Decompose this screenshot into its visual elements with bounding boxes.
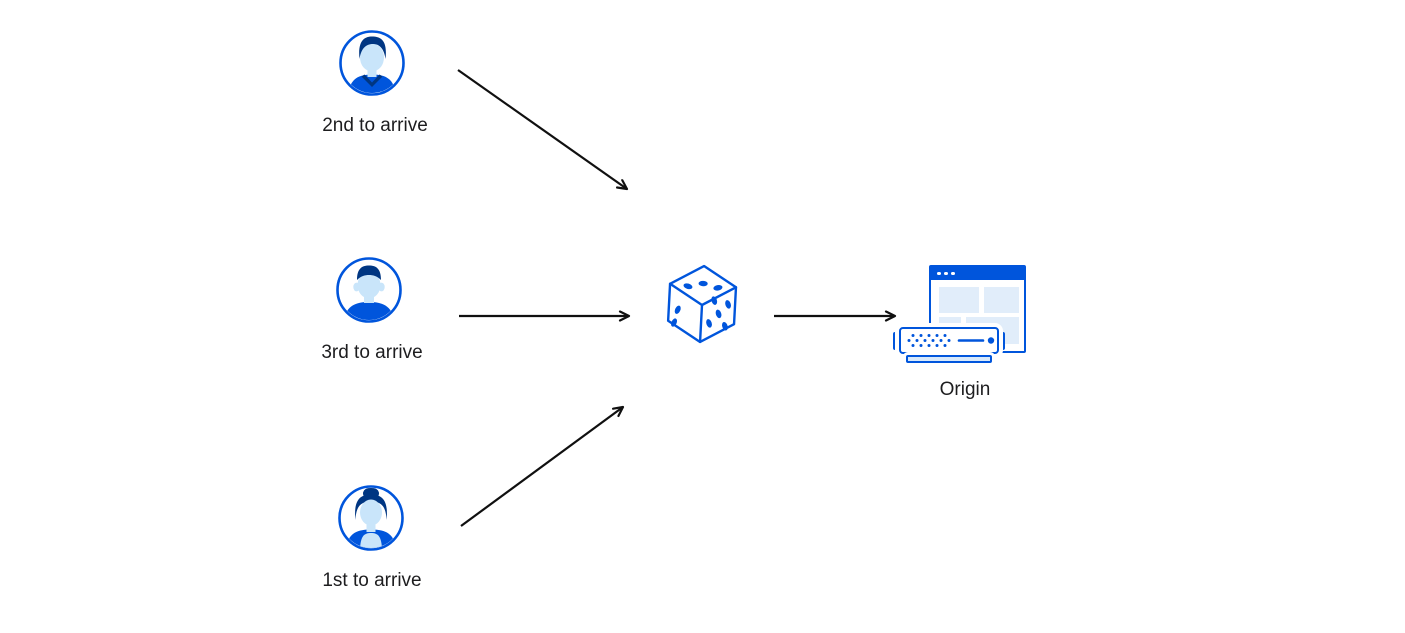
server-front-detail — [907, 334, 995, 347]
avatar-woman-hair-bun-icon — [338, 485, 404, 551]
client-label: 2nd to arrive — [322, 115, 428, 136]
window-dot-icon — [944, 271, 948, 276]
server-base — [906, 355, 992, 363]
avatar-man-swept-hair-icon — [339, 30, 405, 96]
browser-titlebar — [931, 267, 1024, 280]
arrow-client2-to-dice — [457, 69, 627, 189]
client-group-2nd: 2nd to arrive — [322, 29, 428, 136]
origin-label: Origin — [939, 379, 991, 400]
client-label: 3rd to arrive — [321, 342, 423, 363]
avatar-man-flat-top-icon — [336, 257, 402, 323]
arrow-client1-to-dice — [460, 407, 623, 527]
server-icon — [893, 327, 1005, 364]
client-label: 1st to arrive — [322, 570, 422, 591]
client-group-3rd: 3rd to arrive — [321, 256, 423, 363]
server-body — [899, 327, 999, 354]
client-group-1st: 1st to arrive — [322, 484, 422, 591]
window-dot-icon — [937, 271, 941, 276]
content-block — [939, 287, 979, 313]
content-block — [984, 287, 1019, 313]
dice-icon — [666, 264, 738, 344]
window-dot-icon — [951, 271, 955, 276]
